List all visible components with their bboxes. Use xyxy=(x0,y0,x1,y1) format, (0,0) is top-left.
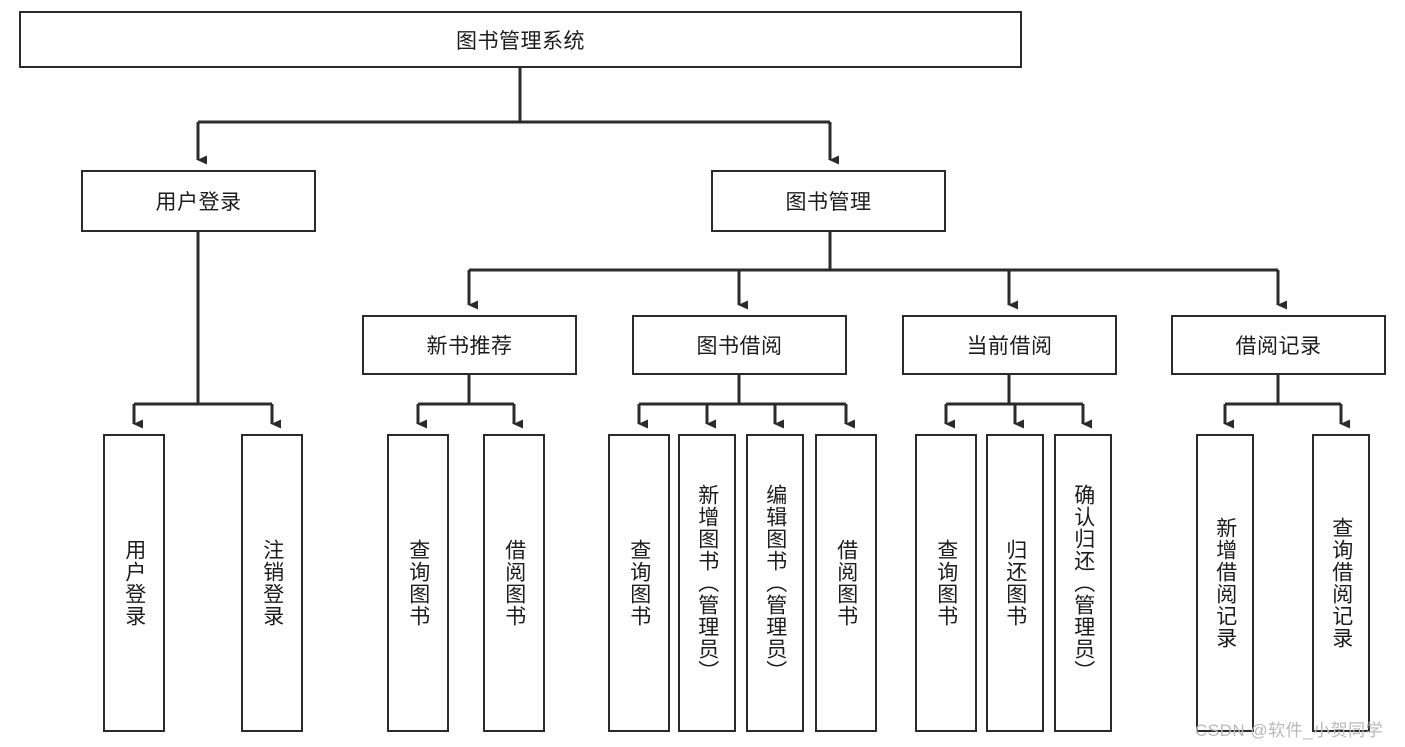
node-leaf-query-book-recommend[interactable]: 查询图书 xyxy=(387,434,449,732)
node-leaf-query-book-borrow[interactable]: 查询图书 xyxy=(608,434,670,732)
node-leaf-label: 查询图书 xyxy=(934,539,958,627)
node-leaf-user-login[interactable]: 用户登录 xyxy=(103,434,165,732)
node-leaf-label: 用户登录 xyxy=(122,539,146,627)
node-leaf-label: 借阅图书 xyxy=(834,539,858,627)
node-leaf-query-borrow-record[interactable]: 查询借阅记录 xyxy=(1312,434,1370,732)
node-book-borrow-label: 图书借阅 xyxy=(696,335,783,358)
node-user-login-label: 用户登录 xyxy=(155,191,242,214)
node-leaf-label: 查询借阅记录 xyxy=(1329,517,1353,649)
node-current-borrow[interactable]: 当前借阅 xyxy=(902,315,1117,375)
node-root-system[interactable]: 图书管理系统 xyxy=(19,11,1022,68)
node-borrow-record-label: 借阅记录 xyxy=(1235,335,1322,358)
node-leaf-confirm-return-admin[interactable]: 确认归还（管理员） xyxy=(1054,434,1112,732)
node-root-label: 图书管理系统 xyxy=(456,29,585,53)
node-book-management-label: 图书管理 xyxy=(785,191,872,214)
node-leaf-label: 借阅图书 xyxy=(502,539,526,627)
node-book-borrow[interactable]: 图书借阅 xyxy=(632,315,847,375)
node-leaf-label: 新增借阅记录 xyxy=(1213,517,1237,649)
node-leaf-return-book[interactable]: 归还图书 xyxy=(986,434,1044,732)
node-leaf-borrow-book[interactable]: 借阅图书 xyxy=(815,434,877,732)
node-leaf-label: 新增图书（管理员） xyxy=(695,484,719,682)
node-leaf-label: 归还图书 xyxy=(1003,539,1027,627)
node-leaf-label: 查询图书 xyxy=(406,539,430,627)
node-leaf-label: 注销登录 xyxy=(260,539,284,627)
node-current-borrow-label: 当前借阅 xyxy=(966,335,1053,358)
node-leaf-borrow-book-recommend[interactable]: 借阅图书 xyxy=(483,434,545,732)
node-new-book-recommend[interactable]: 新书推荐 xyxy=(362,315,577,375)
node-new-book-recommend-label: 新书推荐 xyxy=(426,335,513,358)
node-leaf-label: 确认归还（管理员） xyxy=(1071,484,1095,682)
node-leaf-add-book-admin[interactable]: 新增图书（管理员） xyxy=(678,434,736,732)
node-leaf-label: 编辑图书（管理员） xyxy=(763,484,787,682)
node-user-login[interactable]: 用户登录 xyxy=(81,170,316,232)
node-leaf-query-book-current[interactable]: 查询图书 xyxy=(915,434,977,732)
node-leaf-label: 查询图书 xyxy=(627,539,651,627)
node-leaf-add-borrow-record[interactable]: 新增借阅记录 xyxy=(1196,434,1254,732)
node-borrow-record[interactable]: 借阅记录 xyxy=(1171,315,1386,375)
node-book-management[interactable]: 图书管理 xyxy=(711,170,946,232)
node-leaf-edit-book-admin[interactable]: 编辑图书（管理员） xyxy=(746,434,804,732)
node-leaf-user-logout[interactable]: 注销登录 xyxy=(241,434,303,732)
